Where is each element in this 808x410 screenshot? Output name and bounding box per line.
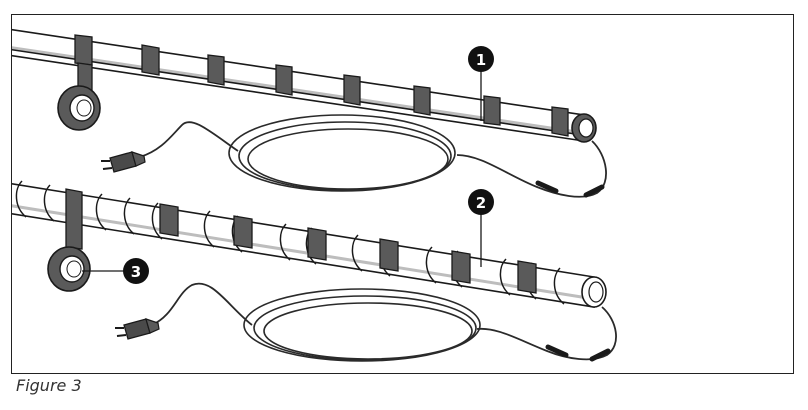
- bottom-cable-coil: [151, 282, 617, 362]
- tape-band: [307, 227, 327, 261]
- installation-illustration: 1: [12, 28, 617, 362]
- tape-band: [74, 34, 93, 66]
- tape-band: [159, 203, 179, 237]
- top-tape-bands: [74, 34, 569, 137]
- top-tape-roll: [57, 62, 101, 131]
- figure-caption: Figure 3: [16, 376, 82, 395]
- tape-band: [551, 106, 569, 137]
- bottom-cable-joint: [545, 344, 611, 362]
- callout-3: 3: [82, 258, 149, 284]
- tape-band: [207, 54, 225, 86]
- bottom-tape-roll: [47, 188, 91, 292]
- callout-1: 1: [468, 46, 494, 121]
- bottom-tape-bands: [159, 203, 537, 294]
- top-plug: [101, 151, 146, 173]
- top-pipe-assembly: 1: [12, 28, 597, 143]
- bottom-pipe: [12, 182, 595, 308]
- callout-2-label: 2: [476, 194, 486, 212]
- callout-2: 2: [468, 189, 494, 267]
- tape-band: [275, 64, 293, 96]
- tape-band: [379, 238, 399, 272]
- callout-3-label: 3: [131, 263, 141, 281]
- callout-1-label: 1: [476, 51, 486, 69]
- top-cable-coil: [139, 114, 607, 198]
- tape-band: [141, 44, 160, 76]
- tape-band: [233, 215, 253, 249]
- bottom-pipe-assembly: 2 3: [12, 180, 607, 308]
- figure-frame: 1: [11, 14, 794, 374]
- bottom-plug: [115, 318, 160, 340]
- tape-band: [517, 260, 537, 294]
- tape-band: [451, 250, 471, 284]
- tape-band: [343, 74, 361, 106]
- tape-band: [413, 85, 431, 116]
- top-cable-joint: [535, 180, 605, 198]
- tape-band: [483, 95, 501, 126]
